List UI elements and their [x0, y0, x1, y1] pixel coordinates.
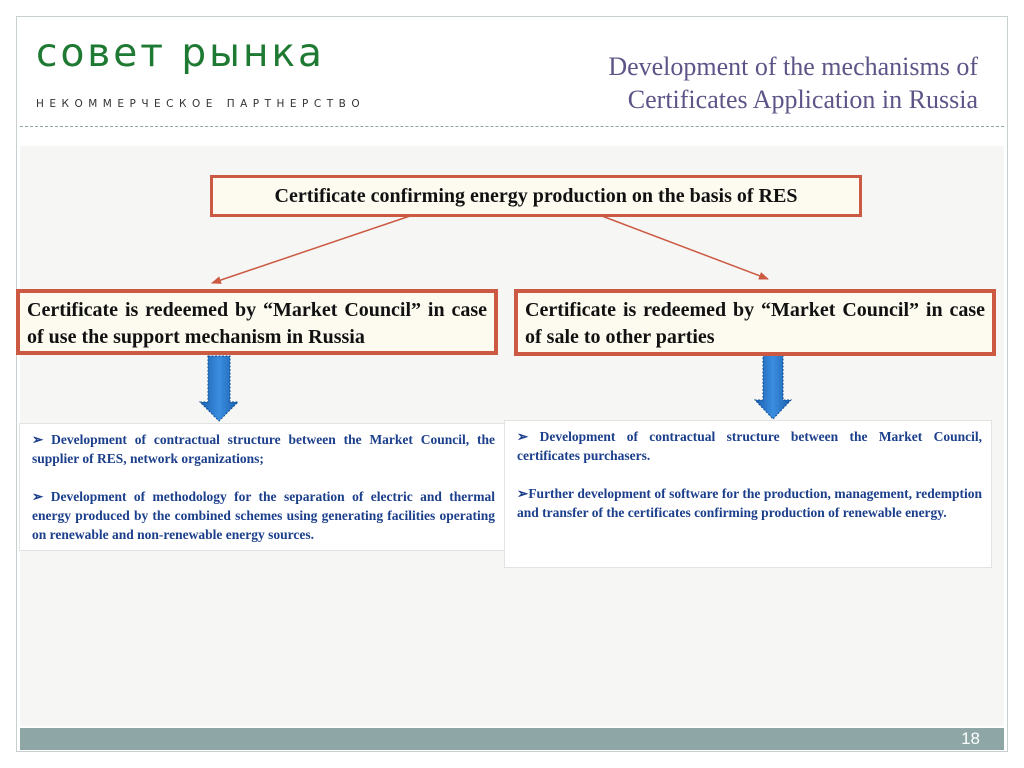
down-arrow-right-icon — [753, 353, 793, 420]
footer-bar: 18 — [20, 728, 1004, 750]
header-divider — [20, 126, 1004, 127]
support-mechanism-box: Certificate is redeemed by “Market Counc… — [16, 289, 498, 355]
detail-text: Further development of software for the … — [517, 486, 982, 520]
bullet-arrow-icon: ➢ — [32, 489, 44, 504]
detail-text: Development of methodology for the separ… — [32, 489, 496, 542]
certificate-box: Certificate confirming energy production… — [210, 175, 862, 217]
detail-item: ➢ Development of methodology for the sep… — [32, 487, 495, 544]
detail-item: ➢ Development of contractual structure b… — [517, 427, 982, 465]
left-details-panel: ➢ Development of contractual structure b… — [20, 424, 504, 550]
page-number: 18 — [961, 729, 980, 748]
down-arrow-left-icon — [198, 355, 240, 422]
sale-to-parties-box: Certificate is redeemed by “Market Counc… — [514, 289, 996, 356]
slide-title-line2: Certificates Application in Russia — [627, 85, 978, 114]
right-details-panel: ➢ Development of contractual structure b… — [504, 420, 992, 568]
detail-text: Development of contractual structure bet… — [517, 429, 983, 463]
detail-item: ➢ Development of contractual structure b… — [32, 430, 495, 468]
slide-title-line1: Development of the mechanisms of — [608, 52, 978, 81]
detail-text: Development of contractual structure bet… — [32, 432, 496, 466]
logo-subtitle: НЕКОММЕРЧЕСКОЕ ПАРТНЕРСТВО — [36, 98, 366, 110]
connector-arrow-left — [211, 215, 411, 284]
slide-title: Development of the mechanisms of Certifi… — [508, 50, 978, 116]
connector-arrow-right — [601, 215, 769, 280]
detail-item: ➢Further development of software for the… — [517, 484, 982, 522]
bullet-arrow-icon: ➢ — [32, 432, 44, 447]
logo-text: совет рынка — [36, 31, 325, 76]
bullet-arrow-icon: ➢ — [517, 486, 529, 501]
bullet-arrow-icon: ➢ — [517, 429, 529, 444]
